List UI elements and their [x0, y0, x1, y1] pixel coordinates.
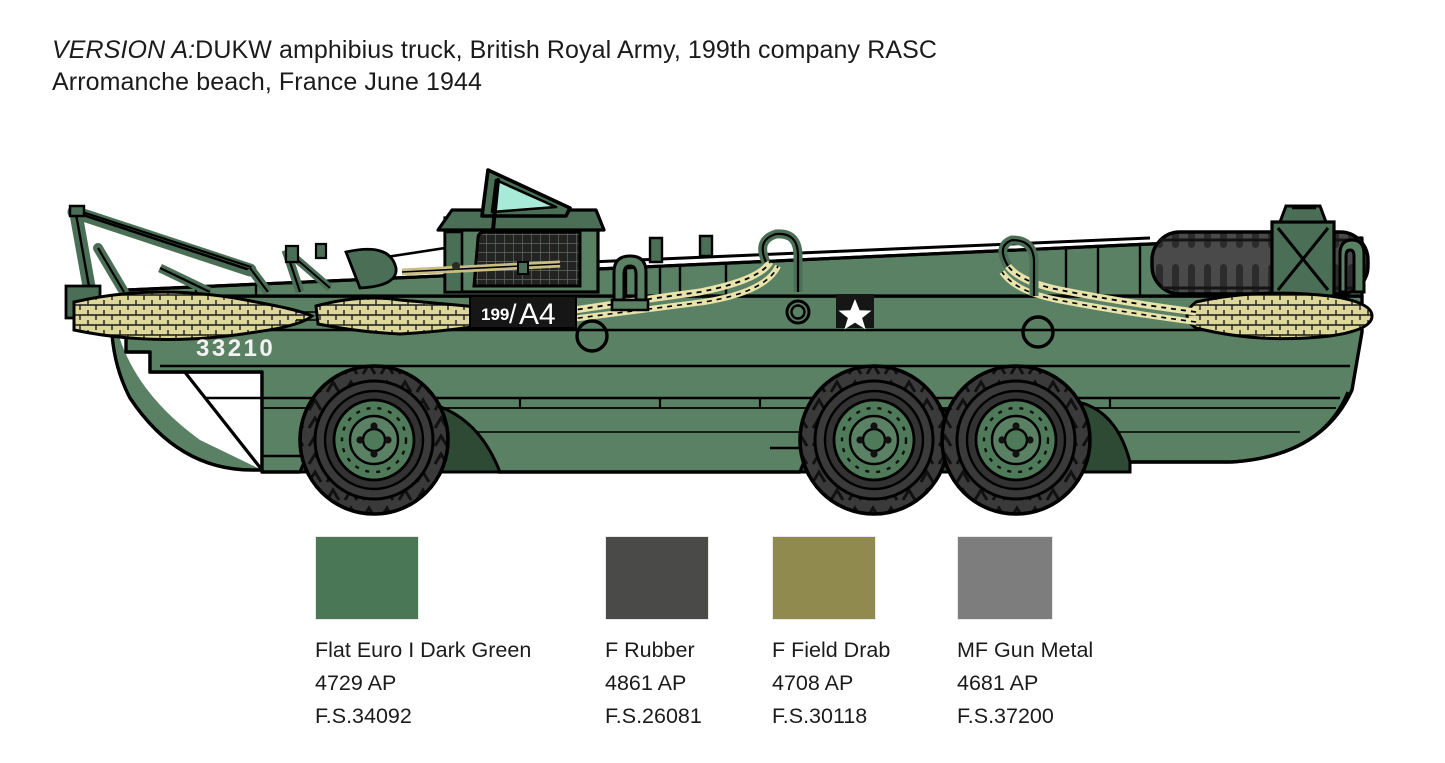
paint-fs: F.S.26081	[605, 704, 702, 728]
paint-name: F Field Drab	[772, 638, 891, 662]
bow-crane	[64, 204, 714, 320]
wheel-rear-2	[940, 364, 1092, 516]
paint-name: F Rubber	[605, 638, 695, 662]
hull	[109, 294, 1364, 474]
page-title: VERSION A:DUKW amphibius truck, British …	[52, 34, 1152, 98]
caption-line-2: Arromanche beach, France June 1944	[52, 68, 483, 96]
paint-entry: MF Gun Metal 4681 AP F.S.37200	[957, 536, 1093, 733]
dukw-vehicle: 199 / A4 33210	[64, 168, 1374, 516]
paint-swatch	[605, 536, 709, 620]
unit-marking-slash: /	[509, 299, 517, 329]
unit-marking-plate	[469, 295, 577, 329]
paint-entry: F Rubber 4861 AP F.S.26081	[605, 536, 709, 733]
caption-line-1: DUKW amphibius truck, British Royal Army…	[195, 36, 938, 64]
cab	[379, 168, 606, 294]
paint-code: 4708 AP	[772, 671, 854, 695]
paint-legend: Flat Euro I Dark Green 4729 AP F.S.34092…	[315, 536, 1325, 736]
paint-entry: F Field Drab 4708 AP F.S.30118	[772, 536, 890, 733]
paint-name: Flat Euro I Dark Green	[315, 638, 532, 662]
white-star-icon	[838, 299, 872, 330]
paint-code: 4681 AP	[957, 671, 1039, 695]
paint-code: 4729 AP	[315, 671, 397, 695]
unit-marking-small: 199	[481, 305, 509, 324]
paint-fs: F.S.34092	[315, 704, 412, 728]
paint-fs: F.S.30118	[772, 704, 868, 728]
paint-swatch	[772, 536, 876, 620]
paint-fs: F.S.37200	[957, 704, 1054, 728]
paint-swatch	[957, 536, 1053, 620]
vehicle-markings: 199 / A4 33210	[196, 294, 874, 362]
hull-number: 33210	[196, 335, 275, 362]
wheel-rear-1	[798, 364, 950, 516]
wheel-front	[298, 364, 450, 516]
paint-code: 4861 AP	[605, 671, 687, 695]
paint-swatch	[315, 536, 419, 620]
paint-entry: Flat Euro I Dark Green 4729 AP F.S.34092	[315, 536, 531, 733]
jerrycan	[1270, 204, 1336, 298]
unit-marking-large: A4	[519, 298, 556, 331]
paint-name: MF Gun Metal	[957, 638, 1094, 662]
version-label: VERSION A:	[52, 36, 196, 64]
stern-equipment	[998, 204, 1374, 349]
